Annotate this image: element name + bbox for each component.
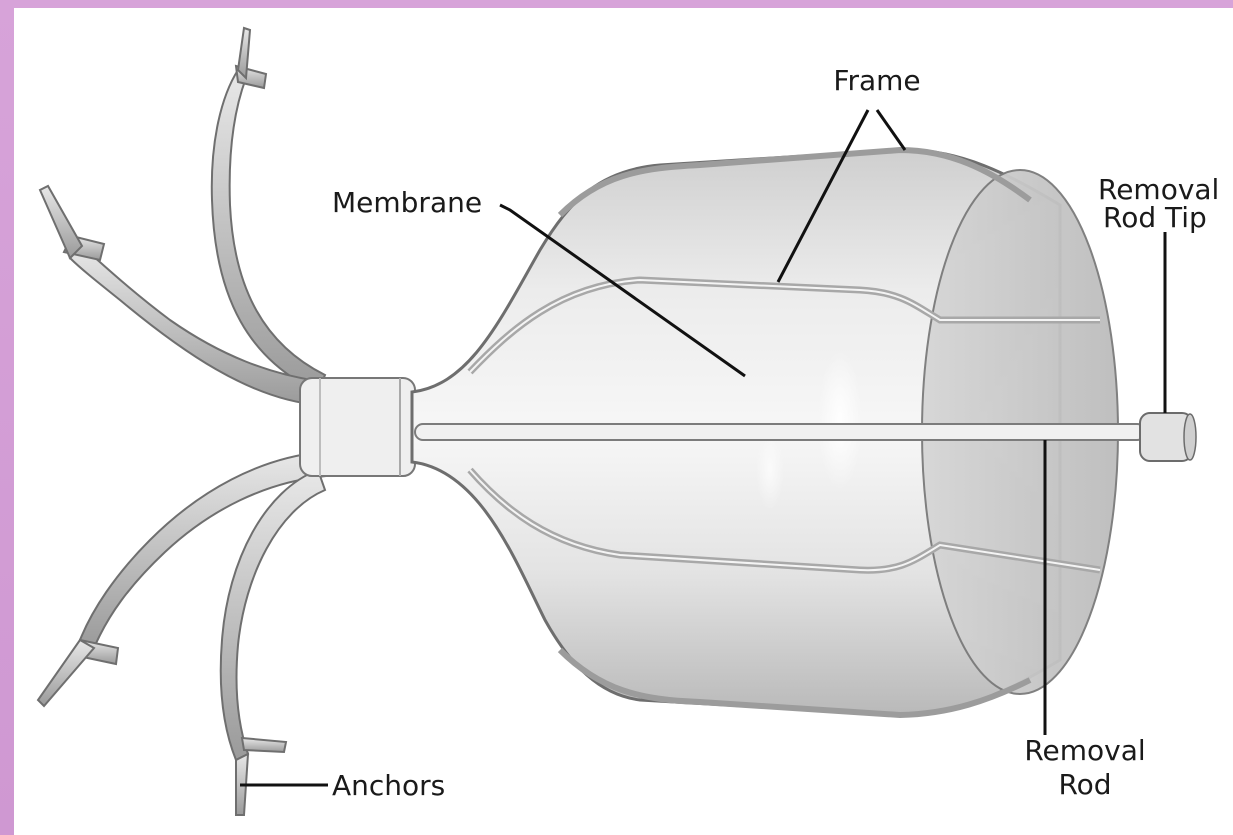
label-anchors: Anchors [332, 769, 445, 802]
hub [300, 378, 415, 476]
anchor-hook-lower [242, 738, 286, 752]
anchor-arm-lower-left [80, 452, 326, 648]
anchor-arm-lower [221, 470, 325, 760]
label-removal-rod-line1: Removal [1024, 734, 1145, 767]
anchors-group [38, 28, 326, 815]
label-frame: Frame [833, 64, 920, 97]
anchor-spike-upper-left [40, 186, 82, 258]
glare-highlight [818, 350, 862, 490]
anchor-arm-upper [212, 70, 325, 392]
label-removal-rod-tip-line2: Rod Tip [1103, 201, 1207, 234]
anchor-arm-upper-left [70, 246, 325, 405]
leader-frame-1 [877, 110, 905, 150]
label-removal-rod-line2: Rod [1058, 768, 1111, 801]
label-membrane: Membrane [332, 186, 482, 219]
anchor-spike-lower-left [38, 640, 94, 706]
hub-collar [300, 378, 415, 476]
